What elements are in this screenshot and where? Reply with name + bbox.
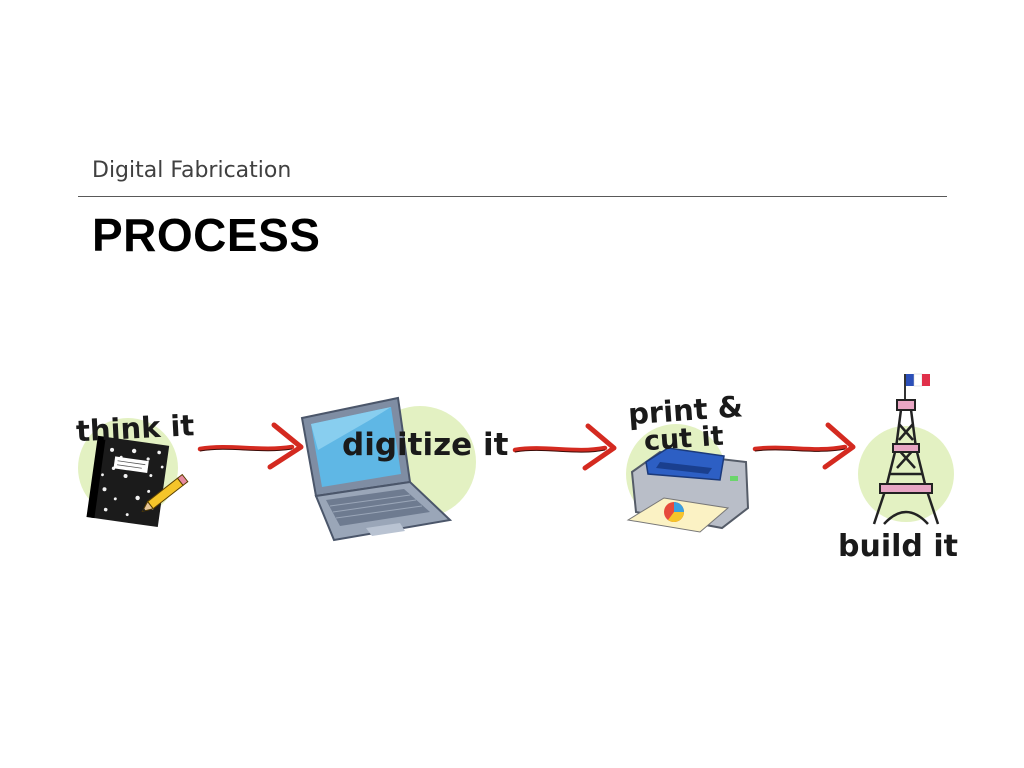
step-build: build it — [838, 373, 958, 564]
arrow-icon — [512, 423, 617, 471]
slide-title: PROCESS — [92, 209, 321, 261]
step-label: digitize it — [342, 427, 509, 463]
printer-icon — [626, 447, 750, 533]
step-print-cut: print & cut it — [626, 389, 750, 533]
step-label: build it — [838, 529, 958, 564]
step-think: think it — [75, 408, 195, 528]
arrow-icon — [752, 422, 856, 470]
laptop-icon — [300, 396, 453, 542]
eiffel-tower-icon — [872, 373, 940, 525]
title-divider — [78, 196, 947, 197]
slide-subtitle: Digital Fabrication — [92, 158, 292, 183]
step-label-line1: print & — [627, 389, 744, 431]
arrow-icon — [197, 422, 304, 470]
step-label: think it — [75, 408, 195, 448]
notebook-pencil-icon — [86, 435, 189, 528]
step-label-line2: cut it — [643, 421, 725, 457]
step-digitize: digitize it — [300, 396, 509, 542]
